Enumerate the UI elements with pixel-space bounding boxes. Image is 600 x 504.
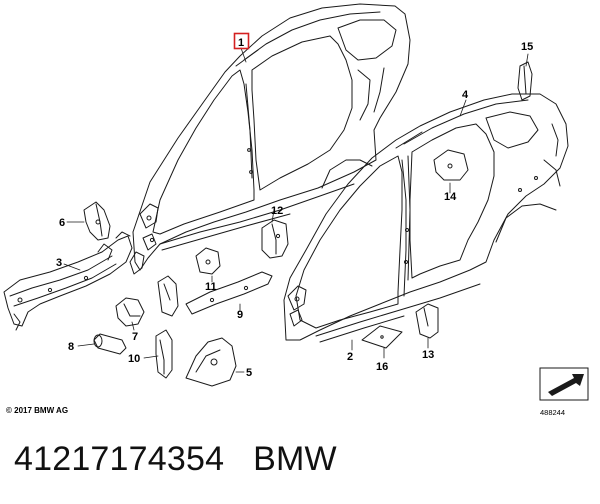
callout-7: 7 — [132, 331, 138, 343]
callout-6: 6 — [59, 217, 65, 229]
callout-9: 9 — [237, 309, 243, 321]
callout-3: 3 — [56, 257, 62, 269]
callout-11: 11 — [205, 281, 217, 293]
part-3-front-member — [3, 231, 133, 331]
callout-1: 1 — [238, 37, 244, 49]
callout-labels: 1 2 3 4 5 6 7 8 9 10 11 12 13 14 15 16 — [56, 37, 533, 379]
side-frame-outer — [283, 93, 569, 343]
part-13-bracket — [415, 303, 439, 339]
part-8-tube — [93, 333, 127, 355]
diagram-reference-number: 488244 — [540, 408, 566, 417]
callout-5: 5 — [246, 367, 252, 379]
part-10-bracket — [155, 329, 173, 379]
part-9-strip — [185, 271, 273, 315]
part-15-strip — [517, 61, 533, 101]
part-5-bracket — [185, 337, 237, 387]
leader-lines — [63, 47, 529, 373]
pillar-reinforcement — [157, 275, 179, 317]
part-14-bracket — [433, 149, 469, 181]
part-11-bracket — [195, 247, 221, 275]
part-7-bracket — [115, 297, 145, 327]
callout-13: 13 — [422, 349, 434, 361]
callout-2: 2 — [347, 351, 353, 363]
part-number-caption: 41217174354 BMW — [14, 440, 337, 478]
copyright-notice: © 2017 BMW AG — [6, 406, 69, 415]
part-6-bracket — [83, 201, 111, 241]
callout-15: 15 — [521, 41, 533, 53]
callout-8: 8 — [68, 341, 74, 353]
part-12-bracket — [261, 219, 289, 259]
callout-10: 10 — [128, 353, 140, 365]
side-frame-inner — [129, 3, 411, 275]
callout-16: 16 — [376, 361, 388, 373]
direction-arrow-icon — [539, 367, 589, 401]
callout-4: 4 — [462, 89, 469, 101]
callout-14: 14 — [444, 191, 457, 203]
callout-12: 12 — [271, 205, 283, 217]
part-16-plate — [361, 325, 403, 349]
parts-diagram: 1 2 3 4 5 6 7 8 9 10 11 12 13 14 15 16 — [3, 3, 589, 401]
highlight-box — [233, 32, 250, 50]
